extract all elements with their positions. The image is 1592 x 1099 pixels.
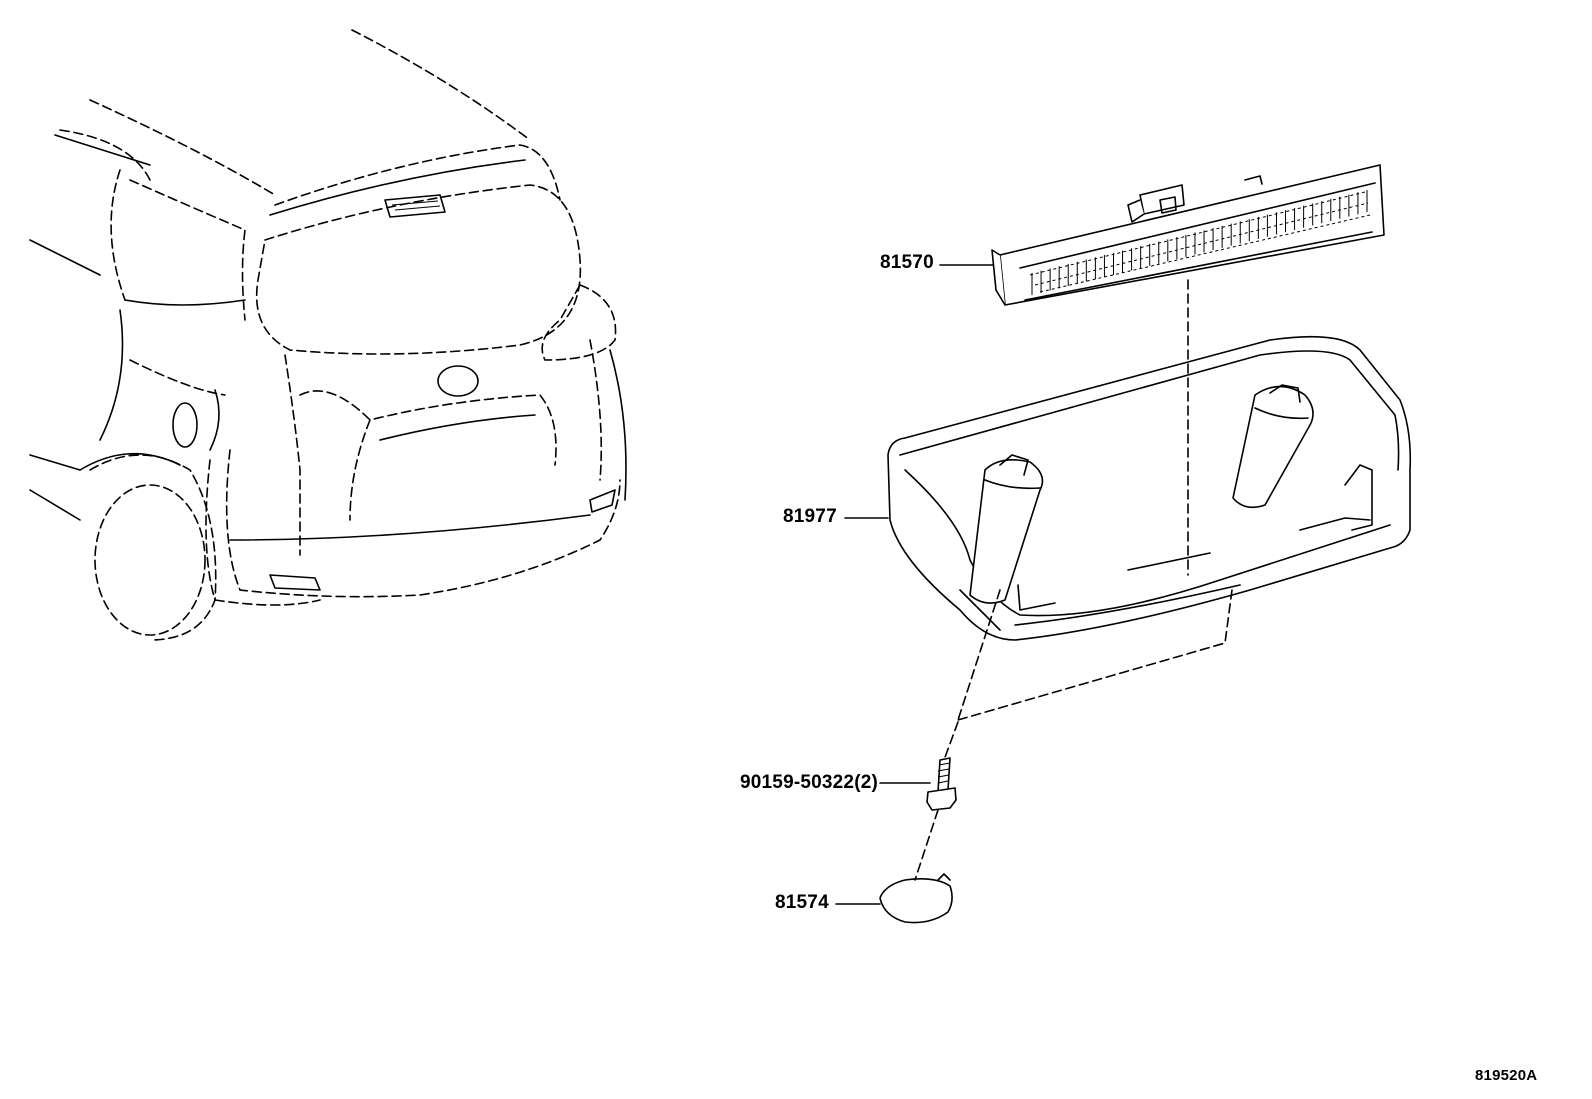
- stop-lamp-part-81570: [991, 164, 1385, 306]
- leader-lines: [835, 264, 994, 905]
- vehicle-rear-view: [29, 29, 627, 641]
- assembly-lines: [914, 279, 1233, 881]
- screw-part-90159: [926, 757, 957, 811]
- diagram-code: 819520A: [1475, 1067, 1538, 1084]
- cover-part-81977: [887, 335, 1412, 641]
- part-number-81574[interactable]: 81574: [775, 892, 829, 913]
- part-number-81977[interactable]: 81977: [783, 506, 837, 527]
- part-number-90159-50322[interactable]: 90159-50322(2): [740, 772, 879, 793]
- part-number-81570[interactable]: 81570: [880, 252, 934, 273]
- cap-part-81574: [879, 873, 953, 924]
